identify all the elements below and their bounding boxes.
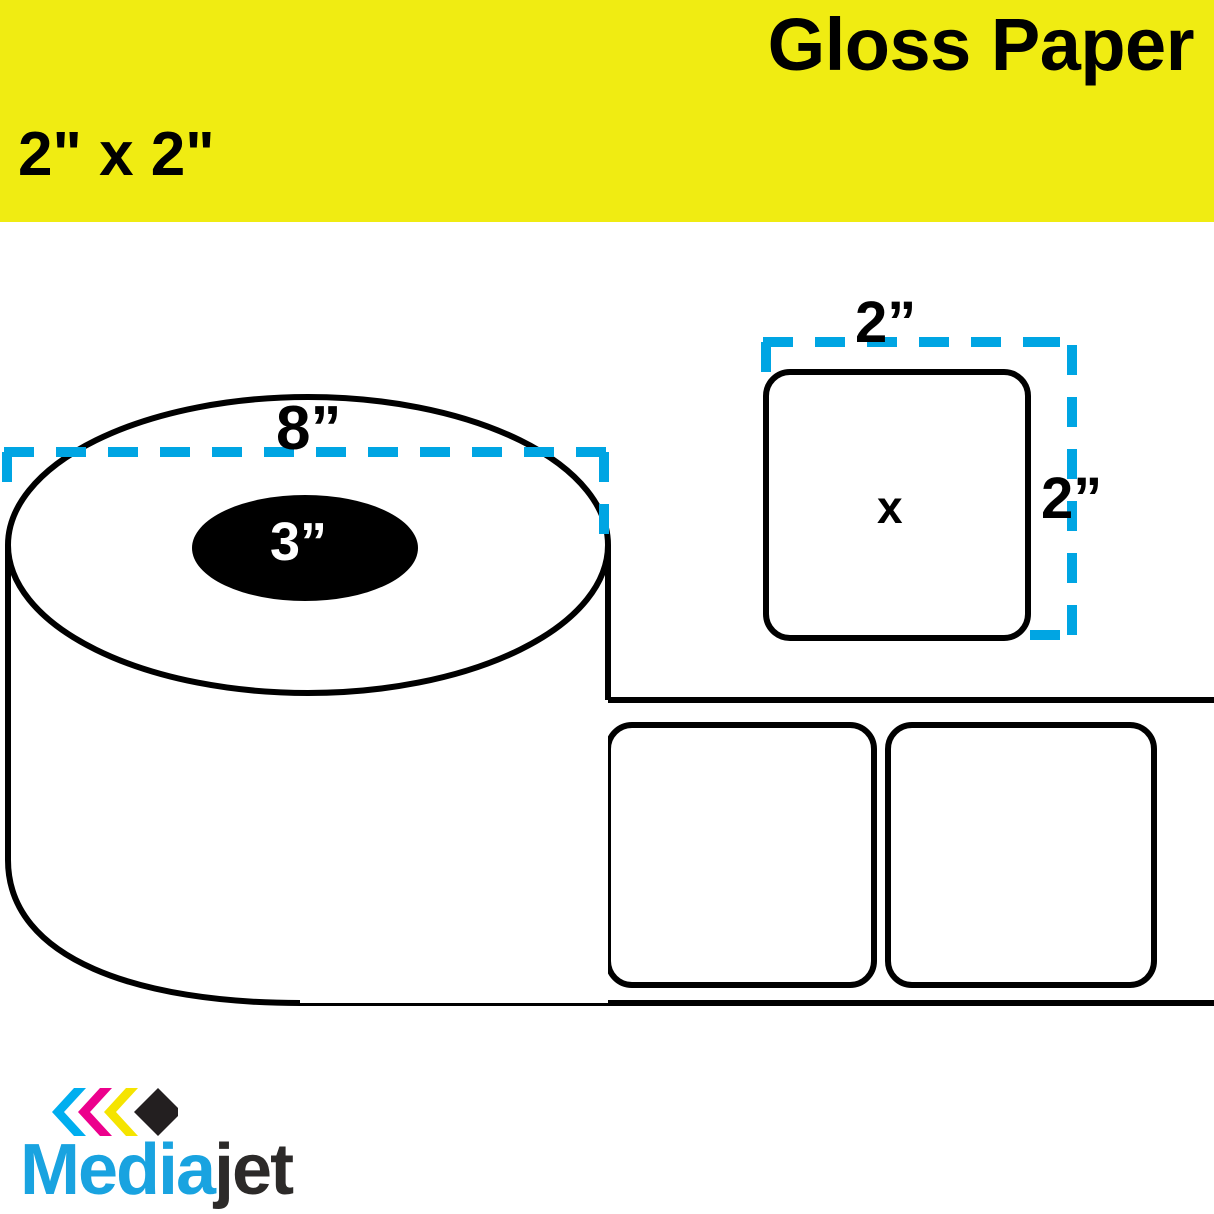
label-roll [5, 394, 611, 1006]
roll-outer-diameter-label: 8” [276, 394, 342, 463]
mediajet-logo: Mediajet [20, 1086, 320, 1206]
product-size: 2" x 2" [18, 120, 215, 189]
header-banner: Gloss Paper 2" x 2" [0, 0, 1214, 222]
sample-label-dimensions [761, 337, 1077, 640]
web-label-square-2 [885, 722, 1157, 988]
diamond-black-icon [134, 1088, 178, 1136]
logo-word-media: Media [20, 1130, 216, 1210]
label-web-strip [300, 697, 1214, 1006]
chevron-cyan-icon [52, 1088, 86, 1136]
sample-label-center-mark: x [877, 481, 903, 533]
sample-label-width-label: 2” [855, 290, 917, 355]
product-title: Gloss Paper [767, 3, 1195, 86]
roll-core-diameter-label: 3” [270, 512, 328, 572]
web-label-square-1 [605, 722, 877, 988]
chevron-yellow-icon [104, 1088, 138, 1136]
cmyk-chevron-mark [52, 1088, 178, 1136]
sample-label-height-label: 2” [1041, 466, 1103, 531]
mediajet-wordmark: Mediajet [20, 1134, 294, 1206]
chevron-magenta-icon [78, 1088, 112, 1136]
logo-word-jet: jet [214, 1130, 294, 1210]
